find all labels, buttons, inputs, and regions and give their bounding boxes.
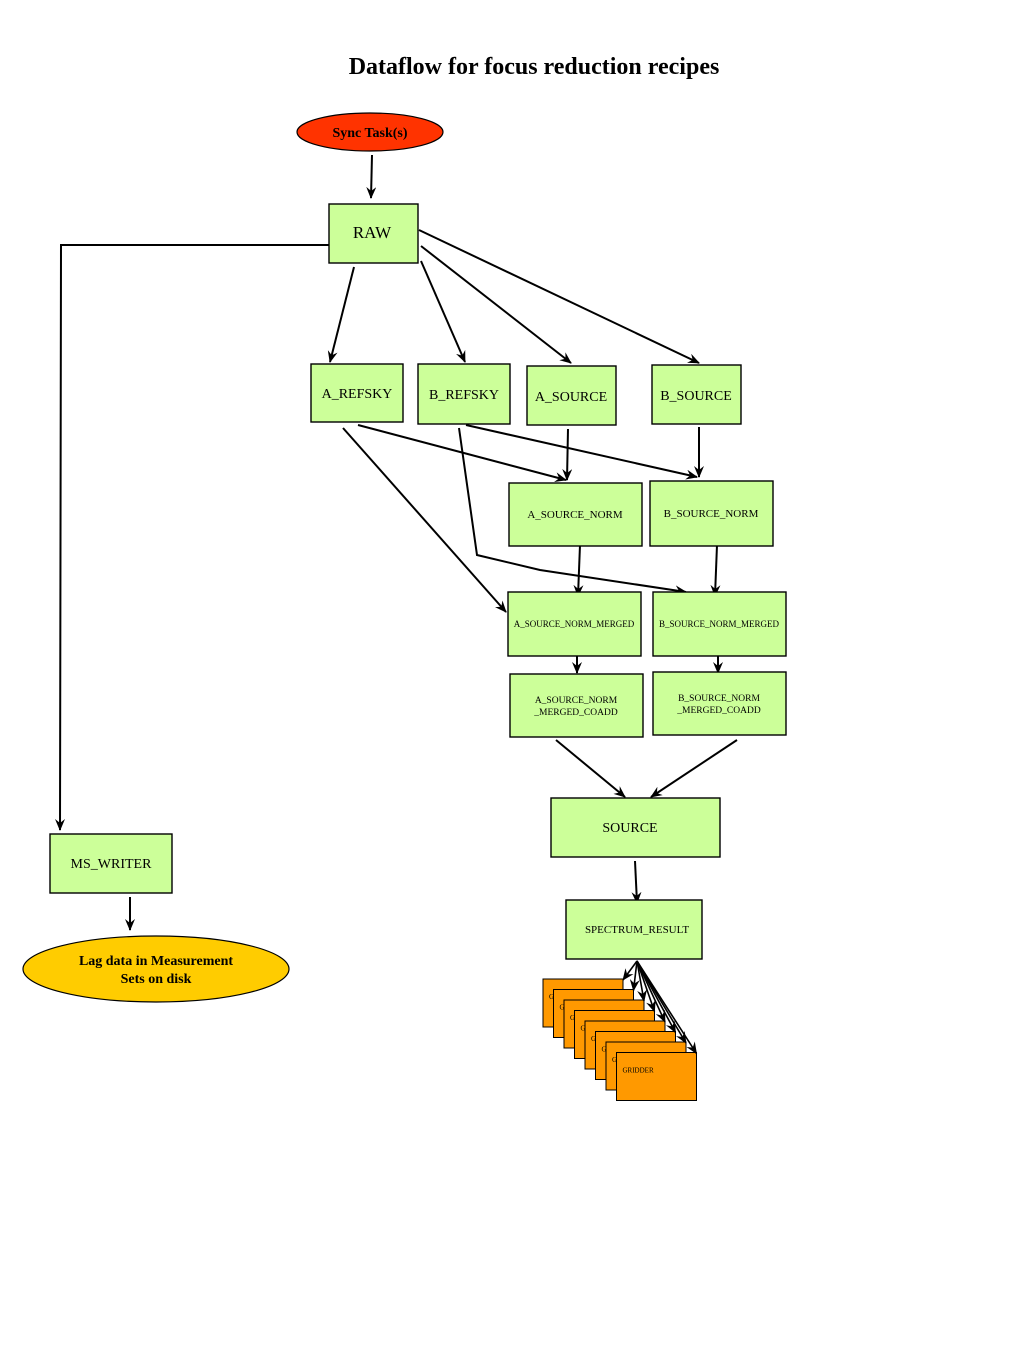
edge-raw-ms-writer xyxy=(55,244,329,831)
node-a-source-norm-merged-coadd: A_SOURCE_NORM _MERGED_COADD xyxy=(509,673,644,738)
edge-a-coadd-source xyxy=(555,739,626,798)
node-a-source-norm-label: A_SOURCE_NORM xyxy=(527,509,623,521)
node-b-refsky-label: B_REFSKY xyxy=(429,388,499,403)
node-b-refsky: B_REFSKY xyxy=(417,363,511,425)
node-sync-task-label: Sync Task(s) xyxy=(332,126,407,141)
edge-b-coadd-source xyxy=(650,739,738,798)
gridder-card-front: GRIDDER xyxy=(616,1052,697,1101)
gridder-label: GRIDDER xyxy=(623,1067,654,1075)
node-spectrum-result: SPECTRUM_RESULT xyxy=(565,899,703,960)
node-a-source-label: A_SOURCE xyxy=(535,390,607,405)
edge-a-norm-a-merged xyxy=(573,544,584,597)
gridder-stack-letter: G xyxy=(570,1014,575,1022)
node-a-source-norm-merged-label: A_SOURCE_NORM_MERGED xyxy=(514,619,635,629)
node-lag-data-line1: Lag data in Measurement xyxy=(79,954,233,969)
edge-spectrum-gridder xyxy=(636,960,698,1055)
node-a-source-norm-merged: A_SOURCE_NORM_MERGED xyxy=(507,591,642,657)
node-a-source: A_SOURCE xyxy=(526,365,617,426)
node-b-source: B_SOURCE xyxy=(651,364,742,425)
node-b-source-norm-merged-coadd: B_SOURCE_NORM _MERGED_COADD xyxy=(652,671,787,736)
node-b-source-norm-merged: B_SOURCE_NORM_MERGED xyxy=(652,591,787,657)
edge-raw-a-source xyxy=(420,245,572,364)
node-b-source-label: B_SOURCE xyxy=(660,389,732,404)
edge-a-refsky-a-merged xyxy=(342,427,507,613)
edge-raw-b-source xyxy=(418,229,700,364)
node-spectrum-result-label: SPECTRUM_RESULT xyxy=(585,924,689,936)
edges xyxy=(55,154,738,931)
edge-b-refsky-b-merged xyxy=(458,427,687,596)
diagram-title: Dataflow for focus reduction recipes xyxy=(349,54,720,80)
edge-raw-b-refsky xyxy=(420,260,466,363)
node-raw-label: RAW xyxy=(353,223,392,242)
node-a-coadd-label-line2: _MERGED_COADD xyxy=(533,708,618,718)
node-b-coadd-label-line2: _MERGED_COADD xyxy=(676,706,761,716)
edge-spectrum-gridder xyxy=(636,960,656,1013)
edge-source-spectrum xyxy=(631,860,642,904)
node-source: SOURCE xyxy=(550,797,721,858)
node-lag-data: Lag data in Measurement Sets on disk xyxy=(22,935,290,1003)
edge-a-source-a-source-norm xyxy=(562,428,573,481)
node-ms-writer-label: MS_WRITER xyxy=(71,857,153,872)
gridder-stack-letter: G xyxy=(612,1056,617,1064)
edge-raw-a-refsky xyxy=(327,266,355,363)
node-lag-data-line2: Sets on disk xyxy=(121,972,192,987)
gridder-stack-letter: G xyxy=(581,1025,586,1033)
node-a-source-norm: A_SOURCE_NORM xyxy=(508,482,643,547)
node-ms-writer: MS_WRITER xyxy=(49,833,173,894)
node-a-refsky-label: A_REFSKY xyxy=(322,387,393,402)
node-sync-task: Sync Task(s) xyxy=(296,112,444,152)
edge-b-refsky-b-source-norm xyxy=(465,424,698,480)
edge-spectrum-gridder xyxy=(629,960,640,992)
node-b-coadd-label-line1: B_SOURCE_NORM xyxy=(678,694,760,704)
edge-spectrum-gridder xyxy=(636,960,648,1002)
node-b-source-norm-merged-label: B_SOURCE_NORM_MERGED xyxy=(659,619,780,629)
gridder-stack-letter: G xyxy=(549,993,554,1001)
node-raw: RAW xyxy=(328,203,419,264)
node-b-source-norm-label: B_SOURCE_NORM xyxy=(664,508,759,520)
edge-b-norm-b-merged xyxy=(710,544,721,597)
node-a-coadd-label-line1: A_SOURCE_NORM xyxy=(535,696,618,706)
edge-spectrum-gridder xyxy=(622,960,638,981)
gridder-stack-letter: G xyxy=(591,1035,596,1043)
node-a-refsky: A_REFSKY xyxy=(310,363,404,423)
edge-sync-raw xyxy=(366,154,377,199)
node-source-label: SOURCE xyxy=(602,821,657,836)
gridder-stack-letter: G xyxy=(602,1046,607,1054)
node-b-source-norm: B_SOURCE_NORM xyxy=(649,480,774,547)
gridder-stack-letter: G xyxy=(560,1004,565,1012)
